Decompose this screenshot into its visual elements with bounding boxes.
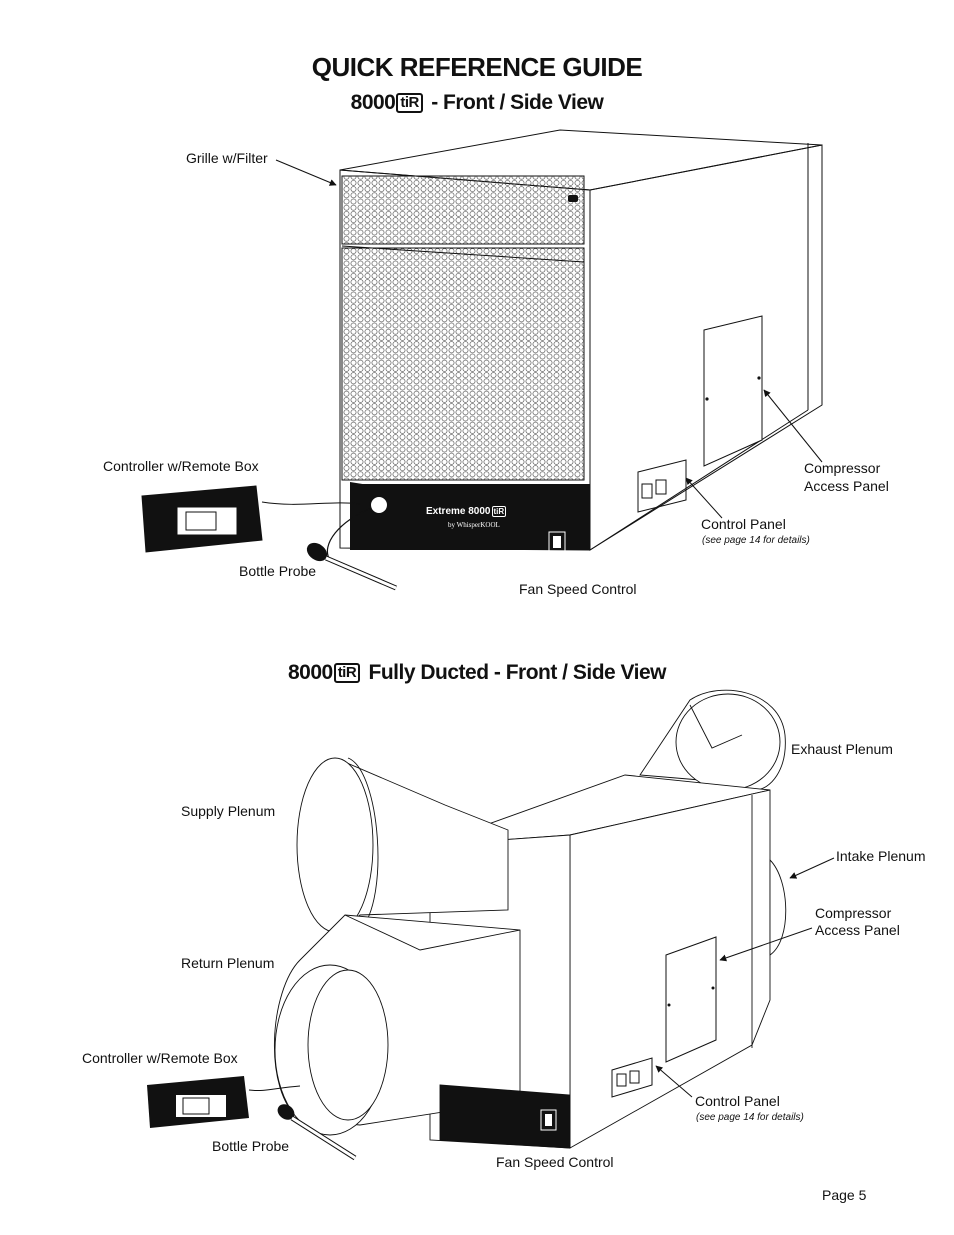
label-control-panel: Control Panel <box>701 516 786 532</box>
heading-model: 8000 <box>350 91 396 114</box>
grille-arrow <box>275 159 337 186</box>
control-panel <box>611 1057 653 1098</box>
label-bottle-probe: Bottle Probe <box>239 563 317 579</box>
label-compressor-line2: Access Panel <box>815 922 900 938</box>
page-number: Page 5 <box>822 1187 867 1203</box>
tir-badge: tiR <box>333 663 361 683</box>
label-grille-filter: Grille w/Filter <box>186 150 268 166</box>
heading-rest: - Front / Side View <box>431 91 604 114</box>
tir-badge: tiR <box>396 93 423 113</box>
unit-brand-sub: by WhisperKOOL <box>448 521 500 529</box>
base-control-panel <box>350 482 590 553</box>
label-bottle-probe: Bottle Probe <box>212 1138 290 1154</box>
label-control-panel: Control Panel <box>695 1093 780 1109</box>
compressor-access-panel <box>703 315 763 467</box>
label-return-plenum: Return Plenum <box>181 955 275 971</box>
label-fan-speed-control: Fan Speed Control <box>519 581 637 597</box>
label-compressor-line2: Access Panel <box>804 478 889 494</box>
controller-remote-box <box>147 1076 249 1128</box>
label-controller-remote-box: Controller w/Remote Box <box>103 458 259 474</box>
compressor-arrow <box>763 389 823 463</box>
heading-rest: Fully Ducted - Front / Side View <box>368 661 667 684</box>
label-controller-remote-box: Controller w/Remote Box <box>82 1050 238 1066</box>
label-exhaust-plenum: Exhaust Plenum <box>791 741 893 757</box>
compressor-access-panel <box>665 936 717 1063</box>
bottle-probe <box>306 495 397 591</box>
label-supply-plenum: Supply Plenum <box>181 803 276 819</box>
heading-model: 8000 <box>287 661 333 684</box>
label-control-panel-note: (see page 14 for details) <box>702 535 810 546</box>
label-compressor-line1: Compressor <box>804 460 881 476</box>
bottle-probe <box>277 1104 357 1161</box>
intake-arrow <box>789 857 835 879</box>
page-title: QUICK REFERENCE GUIDE <box>311 52 643 82</box>
control-panel-arrow <box>685 477 723 519</box>
controller-cable <box>248 1085 301 1091</box>
label-intake-plenum: Intake Plenum <box>836 848 926 864</box>
control-panel-arrow <box>655 1065 693 1098</box>
unit-front-side-illustration <box>141 129 823 591</box>
controller-cable <box>261 501 361 505</box>
compressor-arrow <box>719 927 813 962</box>
fan-speed-switch <box>540 1109 557 1131</box>
grille-with-filter <box>341 175 585 521</box>
label-control-panel-note: (see page 14 for details) <box>696 1112 804 1123</box>
label-compressor-line1: Compressor <box>815 905 892 921</box>
label-fan-speed-control: Fan Speed Control <box>496 1154 614 1170</box>
control-panel <box>637 459 687 513</box>
intake-plenum <box>769 858 787 956</box>
controller-remote-box <box>141 485 263 553</box>
